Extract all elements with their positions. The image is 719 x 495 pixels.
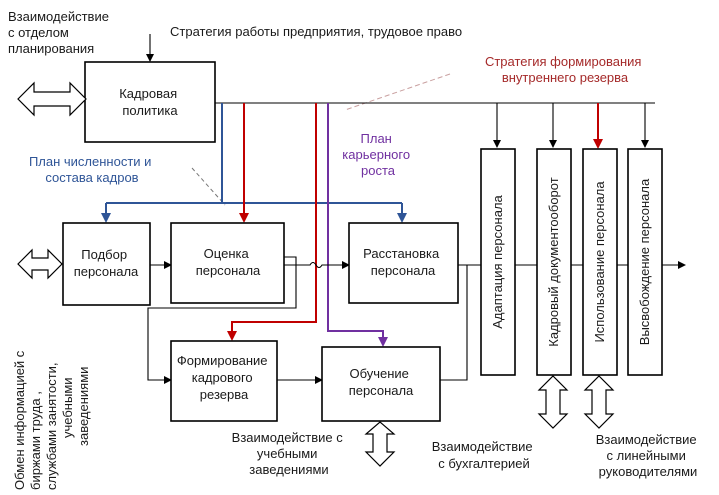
headcount-callout: [191, 167, 226, 206]
selection-box: [62, 222, 151, 306]
assessment-box: [170, 222, 285, 304]
release-box: [627, 148, 663, 376]
hr-policy-line: политика: [122, 103, 178, 118]
assessment-to-reserve: [147, 256, 297, 384]
education-interaction-line: учебными: [257, 446, 318, 461]
docflow-double-arrow-icon: [537, 375, 569, 429]
career-plan-label: План карьерного роста: [342, 131, 413, 178]
managers-interaction-line: Взаимодействие: [596, 432, 697, 447]
selection-line: Подбор: [81, 247, 127, 262]
assessment-line: Оценка: [204, 246, 250, 261]
usage-double-arrow-icon: [583, 375, 615, 429]
placement-box: [348, 222, 459, 304]
top-left-label-line: с отделом: [8, 25, 69, 40]
managers-interaction-line: руководителями: [599, 464, 698, 479]
education-interaction-line: Взаимодействие с: [232, 430, 344, 445]
info-exchange-line: Обмен информацией с: [12, 350, 27, 490]
training-to-adaptation: [440, 265, 468, 381]
training-line: Обучение: [349, 366, 408, 381]
top-left-label-line: Взаимодействие: [8, 9, 109, 24]
training-line: персонала: [349, 383, 414, 398]
docflow-label: Кадровый документооборот: [546, 177, 561, 346]
release-label: Высвобождение персонала: [637, 178, 652, 345]
docflow-box: [536, 148, 572, 376]
placement-line: персонала: [371, 263, 436, 278]
selection-line: персонала: [74, 264, 139, 279]
reserve-line: кадрового: [192, 370, 253, 385]
reserve-strategy-line: внутреннего резерва: [502, 70, 629, 85]
assessment-label: Оценка персонала: [196, 246, 261, 278]
placement-line: Расстановка: [363, 246, 440, 261]
assessment-line: персонала: [196, 263, 261, 278]
policy-double-arrow-icon: [17, 81, 87, 117]
reserve-callout: [344, 73, 451, 111]
accounting-interaction-line: Взаимодействие: [432, 439, 533, 454]
reserve-box: [170, 340, 278, 422]
info-exchange-line: заведениями: [76, 367, 91, 446]
info-exchange-line: биржами труда ,: [28, 391, 43, 490]
career-plan-line: роста: [361, 163, 396, 178]
top-strategy-label: Стратегия работы предприятия, трудовое п…: [170, 24, 462, 39]
career-plan-line: План: [361, 131, 392, 146]
accounting-interaction-line: с бухгалтерией: [438, 456, 530, 471]
managers-interaction-label: Взаимодействие с линейными руководителям…: [596, 432, 701, 479]
adaptation-label: Адаптация персонала: [490, 194, 505, 328]
training-label: Обучение персонала: [349, 366, 414, 398]
usage-box: [582, 148, 618, 376]
headcount-plan-line: План численности и: [29, 154, 151, 169]
hr-policy-label: Кадровая политика: [119, 86, 181, 118]
placement-label: Расстановка персонала: [363, 246, 443, 278]
headcount-plan-label: План численности и состава кадров: [29, 154, 155, 185]
managers-interaction-line: с линейными: [607, 448, 686, 463]
reserve-line: Формирование: [177, 353, 268, 368]
info-exchange-line: учебными: [60, 377, 75, 438]
reserve-line: резерва: [200, 387, 249, 402]
top-left-label-line: планирования: [8, 41, 94, 56]
adaptation-box: [480, 148, 516, 376]
training-box: [321, 346, 441, 422]
hr-policy-box: [84, 61, 216, 143]
education-interaction-line: заведениями: [249, 462, 328, 477]
usage-label: Использование персонала: [592, 181, 607, 343]
assessment-to-placement: [284, 261, 350, 269]
top-left-label: Взаимодействие с отделом планирования: [8, 9, 113, 56]
reserve-strategy-label: Стратегия формирования внутреннего резер…: [485, 54, 645, 85]
selection-label: Подбор персонала: [74, 247, 139, 279]
accounting-interaction-label: Взаимодействие с бухгалтерией: [432, 439, 537, 471]
training-double-arrow-icon: [364, 421, 396, 467]
career-plan-line: карьерного: [342, 147, 410, 162]
career-line: [327, 103, 388, 347]
reserve-label: Формирование кадрового резерва: [177, 353, 271, 402]
reserve-line-b: [227, 103, 317, 341]
reserve-strategy-line: Стратегия формирования: [485, 54, 642, 69]
education-interaction-label: Взаимодействие с учебными заведениями: [232, 430, 347, 477]
headcount-plan-line: состава кадров: [45, 170, 138, 185]
hr-policy-line: Кадровая: [119, 86, 177, 101]
info-exchange-label: Обмен информацией с биржами труда , служ…: [12, 347, 91, 490]
info-exchange-line: службами занятости,: [44, 362, 59, 490]
selection-double-arrow-icon: [17, 248, 63, 280]
